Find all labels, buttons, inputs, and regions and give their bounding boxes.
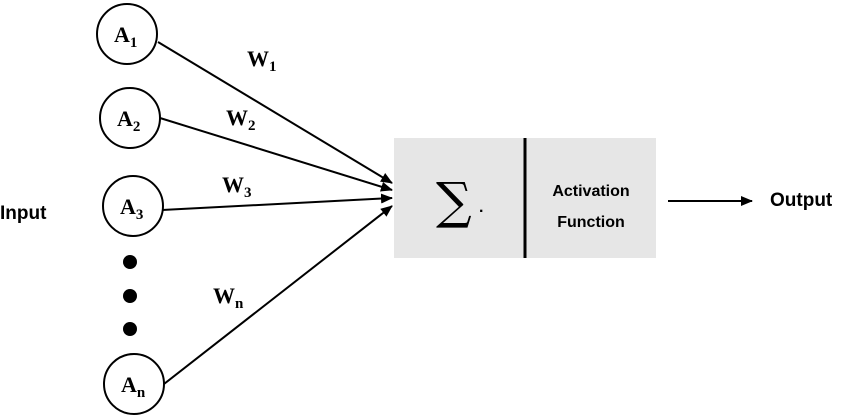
ellipsis-dot	[123, 255, 137, 269]
summation-symbol: ∑	[436, 172, 472, 230]
ellipsis-dot	[123, 322, 137, 336]
svg-text:A2: A2	[117, 106, 140, 135]
svg-text:A3: A3	[120, 194, 143, 223]
input-node-a3: A3	[102, 175, 164, 237]
input-label: Input	[0, 203, 47, 224]
input-node-an: An	[103, 353, 165, 415]
activation-label-line2: Function	[557, 214, 625, 231]
input-node-a2: A2	[99, 87, 161, 149]
ellipsis-dot	[123, 289, 137, 303]
weight-label-wn: Wn	[213, 283, 244, 312]
weight-label-w1: W1	[247, 46, 277, 75]
svg-text:A1: A1	[114, 22, 137, 51]
weight-label-w2: W2	[226, 105, 256, 134]
weight-label-w3: W3	[222, 172, 252, 201]
connection-a3	[161, 193, 393, 211]
connection-a1	[157, 41, 393, 184]
svg-text:An: An	[121, 372, 146, 401]
activation-label-line1: Activation	[552, 183, 629, 200]
connection-an	[163, 205, 393, 385]
summation-dot: .	[479, 199, 483, 216]
output-label: Output	[770, 190, 833, 211]
connection-a2	[159, 117, 393, 192]
input-node-a1: A1	[96, 3, 158, 65]
